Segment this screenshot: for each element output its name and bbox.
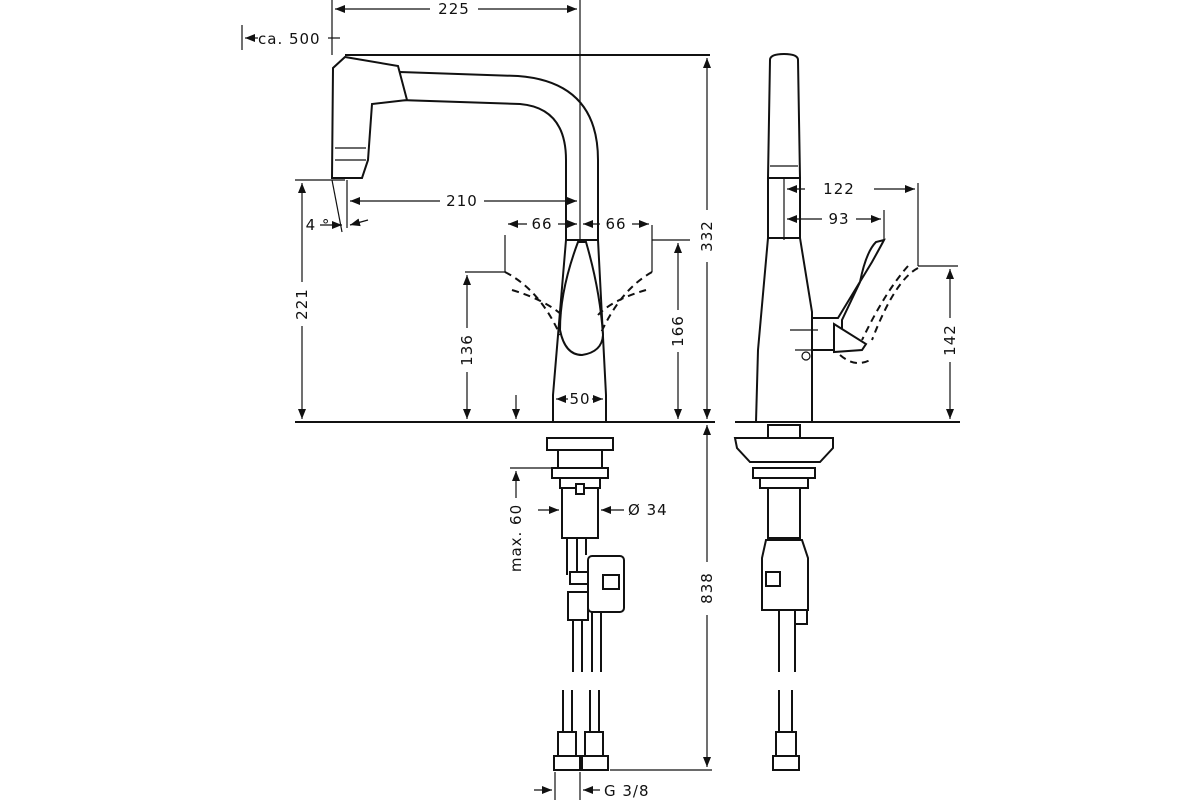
- dim-max-thickness: max. 60: [507, 504, 525, 572]
- front-view: 225 ca. 500 210 4 ° 66 66 332 221: [241, 0, 716, 800]
- dim-hose-length: 838: [698, 572, 716, 604]
- dim-lever-left: 66: [531, 215, 552, 233]
- side-shank: [767, 487, 801, 539]
- lever-swing-left: [504, 271, 561, 336]
- lever-swing-right: [599, 271, 653, 336]
- dim-lever-right: 66: [605, 215, 626, 233]
- dim-total-height: 332: [698, 220, 716, 252]
- dim-thread: G 3/8: [604, 782, 650, 800]
- dim-spout-height: 221: [293, 288, 311, 320]
- hose-fitting-left: [557, 731, 577, 757]
- lever-handle: [558, 241, 605, 357]
- dim-spout-reach: 210: [446, 192, 478, 210]
- dim-tilt: 4 °: [306, 216, 331, 234]
- spout-arc: [399, 70, 599, 241]
- dim-lever-reach: 93: [828, 210, 849, 228]
- dim-lever-height-left: 136: [458, 334, 476, 366]
- dim-base-width: 50: [569, 390, 590, 408]
- hose-fitting-right: [584, 731, 604, 757]
- side-mounting-plate: [733, 437, 834, 463]
- mounting-plate: [546, 437, 614, 451]
- side-lever: [811, 238, 886, 351]
- dim-shank-diameter: Ø 34: [628, 501, 668, 519]
- side-view: 122 93 142: [733, 52, 960, 771]
- dim-lever-reach-max: 122: [823, 180, 855, 198]
- dim-lever-height-right: 166: [669, 315, 687, 347]
- dim-total-reach: 225: [438, 0, 470, 18]
- side-mixer-body: [754, 237, 813, 423]
- shank: [561, 487, 599, 539]
- dim-lever-height: 142: [941, 324, 959, 356]
- dim-pullout: ca. 500: [258, 30, 321, 48]
- side-spray-head: [766, 52, 802, 179]
- side-hose-fitting: [775, 731, 797, 757]
- side-lever-swing: [871, 267, 919, 341]
